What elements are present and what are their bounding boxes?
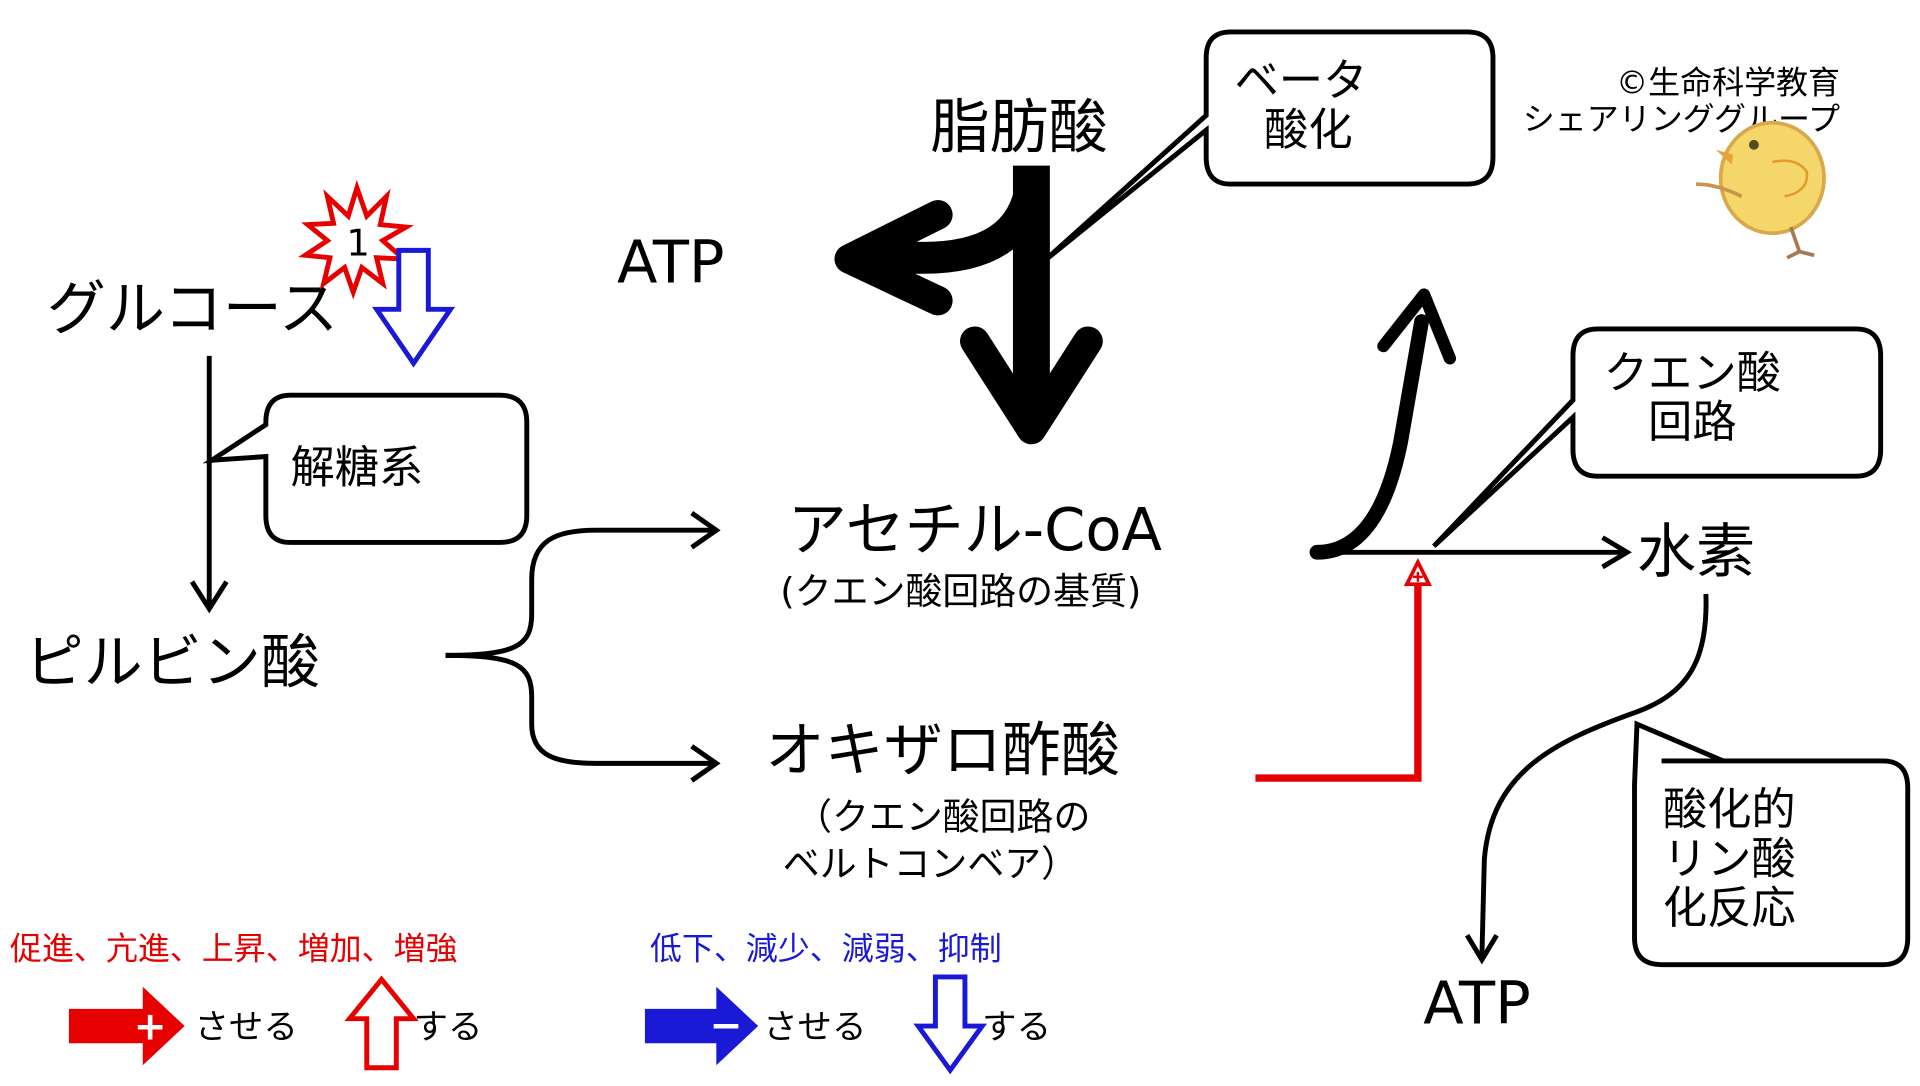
node-oxaloacetate-note-2: ベルトコンベア）: [783, 842, 1078, 885]
node-fatty-acid: 脂肪酸: [930, 92, 1107, 161]
callout-beta-line-2: 酸化: [1264, 105, 1353, 156]
callout-tca-line-1: クエン酸: [1604, 348, 1781, 399]
copyright-line-1: ©生命科学教育: [1616, 63, 1840, 101]
badge-number: 1: [346, 221, 369, 264]
oxaloacetate-promote-arrow: [1255, 557, 1432, 782]
chick-mascot-icon: [1696, 120, 1826, 260]
legend-down-arrow-icon: [913, 974, 987, 1075]
legend-plus-symbol: +: [134, 1005, 167, 1050]
legend-self-decrease: する: [982, 1007, 1051, 1047]
callout-glycolysis: [202, 392, 530, 545]
node-glucose: グルコース: [47, 274, 338, 343]
node-pyruvate: ピルビン酸: [25, 627, 320, 696]
callout-tca-line-2: 回路: [1648, 397, 1737, 448]
legend-plus-arrow-icon: [68, 986, 185, 1066]
fatty-acid-arrows: [834, 165, 1103, 445]
oxphos-arrow: [1465, 593, 1709, 965]
legend-increase-terms: 促進、亢進、上昇、増加、増強: [10, 930, 458, 968]
callout-oxphos-line-3: 化反応: [1663, 883, 1796, 934]
callout-beta-line-1: ベータ: [1235, 56, 1368, 107]
node-oxaloacetate: オキザロ酢酸: [766, 716, 1120, 785]
node-acetyl-coa-note: (クエン酸回路の基質): [780, 570, 1141, 613]
node-hydrogen: 水素: [1637, 517, 1755, 586]
node-atp-bottom: ATP: [1423, 969, 1531, 1038]
glycolysis-arrow: [189, 355, 229, 614]
legend-up-arrow-icon: [344, 975, 419, 1071]
node-oxaloacetate-note-1: （クエン酸回路の: [795, 796, 1090, 839]
pyruvate-branch-arrows: [445, 511, 721, 783]
legend-cause-decrease: させる: [763, 1007, 866, 1047]
decrease-arrow-icon: [371, 247, 456, 368]
callout-tca-cycle: [1432, 326, 1884, 548]
callout-oxidative-phosphorylation: [1632, 720, 1911, 968]
starburst-badge-icon: [298, 179, 415, 300]
tca-arrows: [1309, 288, 1632, 570]
legend-minus-arrow-icon: [644, 986, 759, 1066]
legend-minus-symbol: −: [710, 1003, 743, 1048]
callout-oxphos-line-2: リン酸: [1663, 834, 1796, 885]
callout-beta-oxidation: [1042, 29, 1496, 264]
node-acetyl-coa: アセチル-CoA: [788, 495, 1162, 564]
node-atp-left: ATP: [617, 227, 725, 296]
legend-self-increase: する: [414, 1007, 483, 1047]
legend-cause-increase: させる: [194, 1007, 297, 1047]
callout-oxphos-line-1: 酸化的: [1663, 785, 1796, 836]
legend-decrease-terms: 低下、減少、減弱、抑制: [650, 930, 1002, 968]
callout-glycolysis-text: 解糖系: [290, 442, 423, 493]
